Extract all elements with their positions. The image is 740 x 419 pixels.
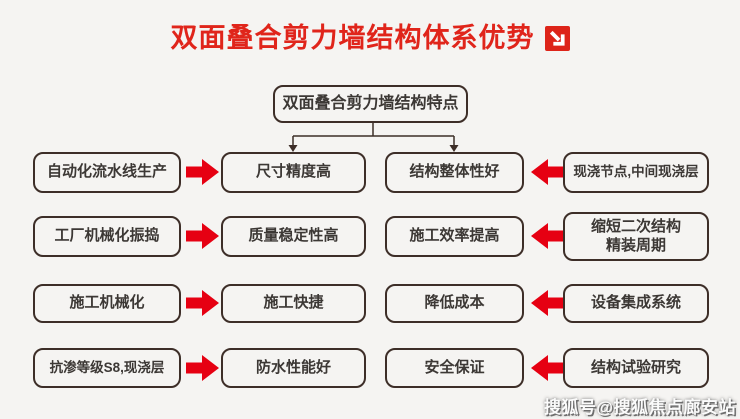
flow-node: 缩短二次结构 精装周期 [563, 212, 709, 261]
arrow-down-right-icon [544, 25, 570, 51]
arrow-left-icon [530, 157, 564, 187]
flow-node: 降低成本 [385, 284, 524, 323]
arrow-right-icon [186, 353, 220, 383]
page-title-text: 双面叠合剪力墙结构体系优势 [170, 23, 535, 53]
arrow-right-icon [186, 157, 220, 187]
flow-node: 施工机械化 [33, 284, 181, 323]
flow-node: 抗渗等级S8,现浇层 [33, 348, 181, 388]
flow-node: 结构试验研究 [563, 348, 709, 388]
flow-node: 结构整体性好 [385, 152, 524, 193]
arrow-right-icon [186, 221, 220, 251]
root-node: 双面叠合剪力墙结构特点 [273, 85, 468, 123]
flow-node: 施工效率提高 [385, 216, 524, 257]
arrow-left-icon [530, 221, 564, 251]
flow-node: 工厂机械化振捣 [33, 216, 181, 257]
flow-node: 设备集成系统 [563, 284, 709, 323]
flow-node: 施工快捷 [221, 284, 366, 323]
flow-node: 质量稳定性高 [221, 216, 366, 257]
flow-node: 现浇节点,中间现浇层 [563, 152, 709, 193]
arrow-left-icon [530, 288, 564, 318]
arrow-right-icon [186, 288, 220, 318]
flow-node: 尺寸精度高 [221, 152, 366, 193]
page-title: 双面叠合剪力墙结构体系优势 [0, 20, 740, 56]
flow-node: 防水性能好 [221, 348, 366, 388]
flow-node: 安全保证 [385, 348, 524, 388]
arrow-left-icon [530, 353, 564, 383]
flow-node: 自动化流水线生产 [33, 152, 181, 193]
watermark: 搜狐号@搜狐焦点廊安站 [543, 398, 736, 417]
